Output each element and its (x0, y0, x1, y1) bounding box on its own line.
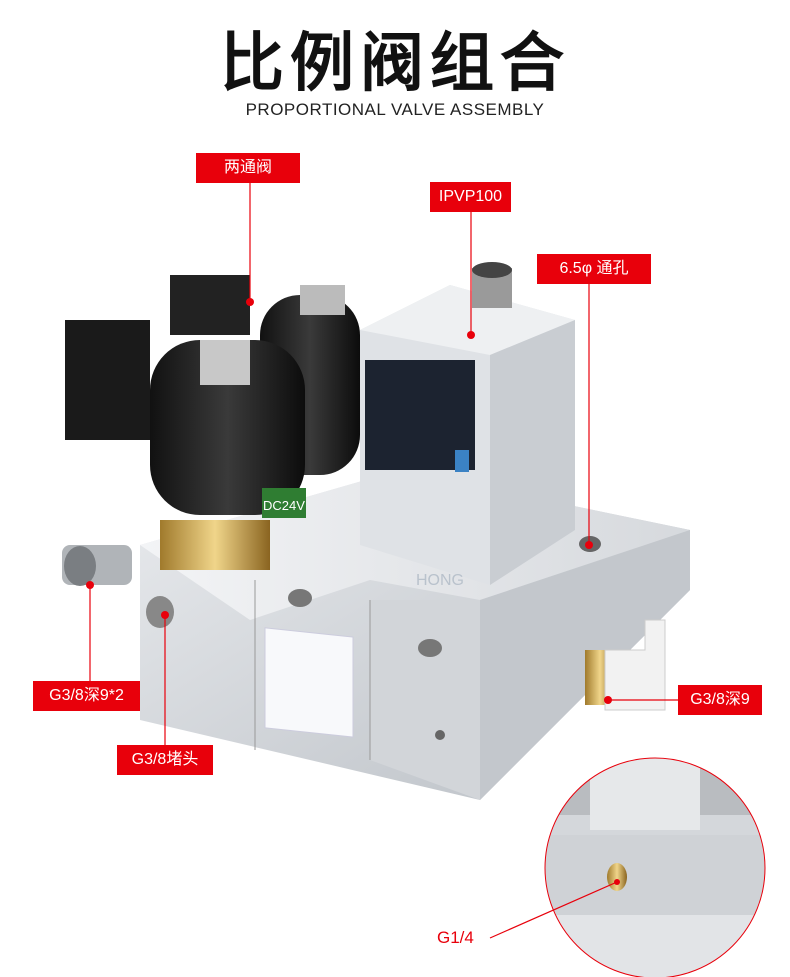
label-g14: G1/4 (437, 928, 474, 947)
label-ipvp100: IPVP100 (430, 182, 511, 212)
label-two-way-valve: 两通阀 (196, 153, 300, 183)
label-through-hole: 6.5φ 通孔 (537, 254, 651, 284)
ipvp100-regulator (360, 262, 575, 585)
solenoid-valves: DC24V HONG (65, 275, 464, 589)
label-g38-depth-x2: G3/8深9*2 (33, 681, 140, 711)
page-title: 比例阀组合 (220, 27, 570, 101)
watermark: HONG (416, 572, 464, 589)
leader-lines (86, 183, 678, 939)
page-subtitle: PROPORTIONAL VALVE ASSEMBLY (245, 100, 545, 119)
label-g38-plug: G3/8堵头 (117, 745, 213, 775)
label-g38-depth: G3/8深9 (678, 685, 762, 715)
detail-inset (544, 757, 766, 977)
fittings (62, 545, 666, 711)
coil-voltage-label: DC24V (263, 498, 305, 513)
